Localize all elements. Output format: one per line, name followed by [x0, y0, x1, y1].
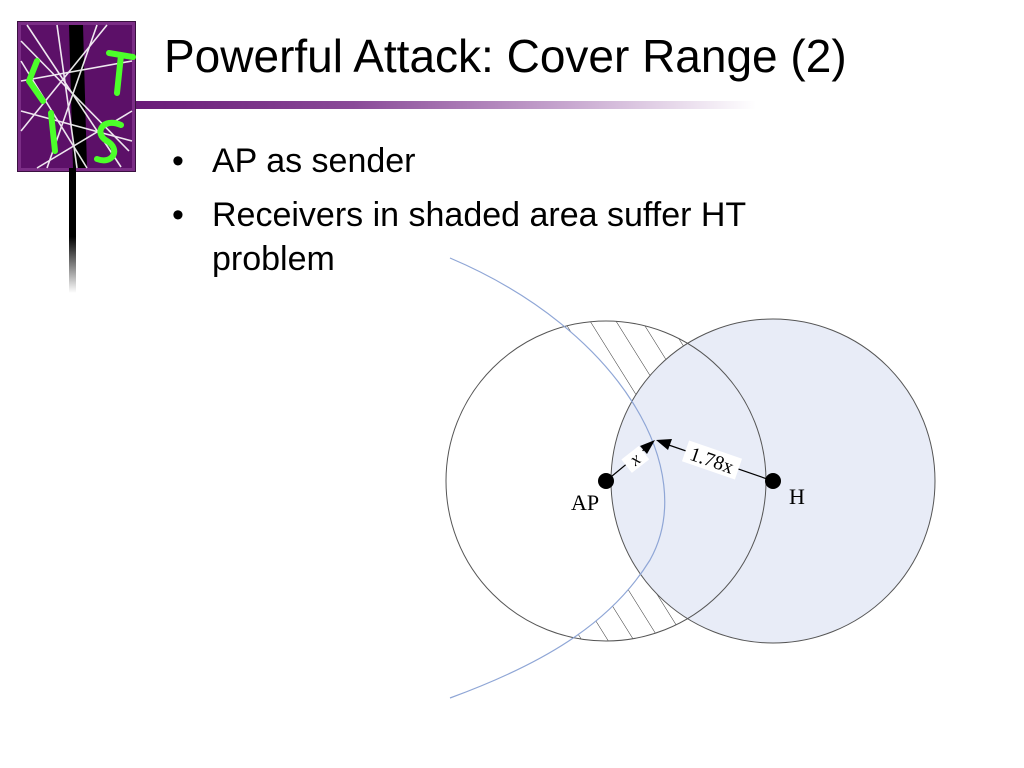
distance-label-bg	[681, 440, 743, 480]
bullet-item: • AP as sender	[172, 139, 872, 183]
title-underline	[136, 101, 756, 109]
h-node	[765, 473, 781, 489]
boundary-arc	[449, 257, 666, 699]
logo-letters	[26, 50, 136, 164]
slide-title: Powerful Attack: Cover Range (2)	[164, 30, 847, 82]
logo-black-stripe	[69, 25, 87, 168]
h-label: H	[789, 484, 805, 509]
x-label-bg	[621, 445, 650, 473]
list-logo	[17, 21, 136, 172]
bullet-dot: •	[172, 142, 184, 180]
logo-drip	[69, 168, 76, 293]
ap-node	[598, 473, 614, 489]
bullet-text: Receivers in shaded area suffer HT probl…	[212, 196, 746, 278]
bullet-list: • AP as sender • Receivers in shaded are…	[172, 139, 872, 291]
logo-letter-l	[26, 58, 46, 104]
logo-letter-t	[106, 50, 136, 96]
bullet-text: AP as sender	[212, 142, 416, 180]
logo-letter-s	[94, 120, 124, 164]
logo-letter-i	[48, 110, 58, 154]
ap-label: AP	[571, 490, 599, 515]
bullet-item: • Receivers in shaded area suffer HT pro…	[172, 193, 872, 281]
bullet-dot: •	[172, 196, 184, 234]
logo-crack-lines	[20, 24, 133, 169]
